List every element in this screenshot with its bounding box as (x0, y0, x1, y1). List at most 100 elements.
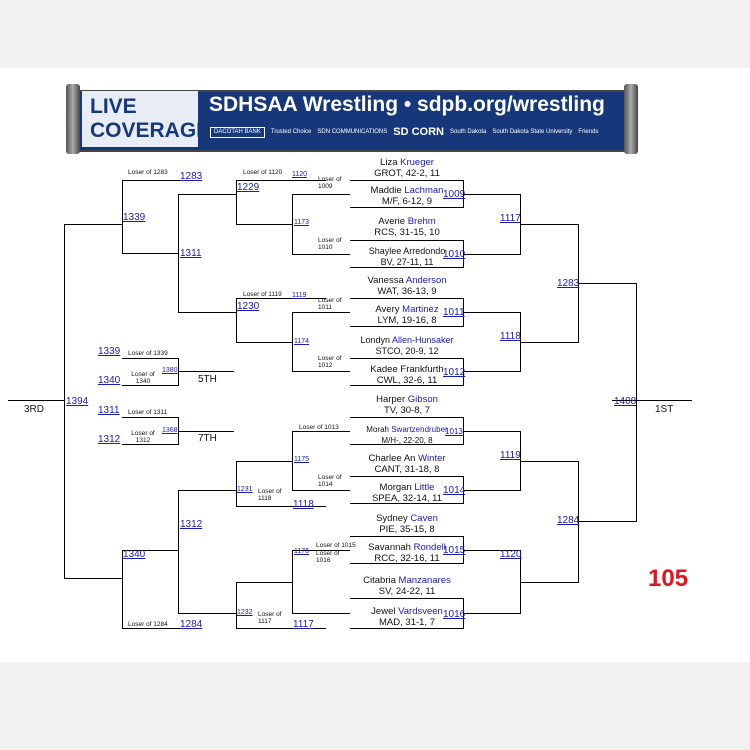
bracket-line (463, 536, 464, 564)
bout-link[interactable]: 1368 (162, 427, 178, 434)
bracket-line (350, 628, 464, 629)
bracket-line (236, 180, 326, 181)
bout-link[interactable]: 1339 (98, 346, 121, 357)
bracket-line (578, 461, 579, 583)
bout-link[interactable]: 1230 (237, 301, 260, 312)
loser-label: Loser of 1009 (318, 176, 342, 190)
loser-label: Loser of 1120 (243, 169, 283, 176)
bout-link[interactable]: 1118 (293, 499, 314, 510)
sponsor-logo: Friends (578, 128, 599, 135)
bout-link[interactable]: 1176 (294, 548, 310, 555)
bout-link[interactable]: 1010 (443, 249, 466, 260)
bracket-line (64, 224, 65, 579)
bout-link[interactable]: 1229 (237, 182, 260, 193)
weight-class: 105 (648, 565, 689, 592)
loser-label: Loser of 1284 (128, 621, 168, 628)
bout-link[interactable]: 1380 (162, 367, 178, 374)
bout-link[interactable]: 1012 (443, 367, 466, 378)
bracket-line (350, 476, 464, 477)
bracket-line (463, 598, 464, 629)
bracket-line (350, 417, 464, 418)
loser-label: Loser of 1311 (128, 409, 168, 416)
bracket-line (578, 283, 636, 284)
sponsor-logo: SDN COMMUNICATIONS (317, 128, 388, 135)
bracket-line (292, 613, 350, 614)
bout-link[interactable]: 1408 (614, 396, 637, 407)
banner-headline[interactable]: SDHSAA Wrestling • sdpb.org/wrestling (209, 93, 605, 116)
bout-link[interactable]: 1175 (294, 456, 310, 463)
bout-link[interactable]: 1120 (500, 549, 522, 560)
bout-link[interactable]: 1117 (293, 619, 314, 630)
bout-link[interactable]: 1173 (294, 219, 310, 226)
loser-label: Loser of 1011 (318, 297, 342, 311)
bracket-line (463, 476, 464, 504)
bout-link[interactable]: 1231 (237, 486, 253, 493)
bout-link[interactable]: 1340 (123, 549, 146, 560)
bracket-line (463, 358, 464, 386)
live-coverage-logo: LIVE COVERAGE (82, 91, 210, 147)
bout-link[interactable]: 1311 (98, 405, 120, 416)
bout-link[interactable]: 1312 (180, 519, 203, 530)
fifth-place-label: 5TH (198, 374, 217, 385)
sponsor-logo: South Dakota State University (492, 128, 573, 135)
loser-label: Loser of 1012 (318, 355, 342, 369)
loser-label: Loser of 1339 (128, 350, 168, 357)
bout-link[interactable]: 1311 (180, 248, 202, 259)
bout-link[interactable]: 1014 (443, 485, 466, 496)
bout-link[interactable]: 1015 (443, 545, 466, 556)
bracket-line (292, 194, 293, 255)
bout-link[interactable]: 1118 (500, 331, 521, 342)
bracket-line (292, 312, 350, 313)
bracket-line (520, 342, 578, 343)
bout-link[interactable]: 1013 (445, 427, 463, 436)
bout-link[interactable]: 1394 (66, 396, 89, 407)
bracket-line (292, 254, 350, 255)
bout-link[interactable]: 1119 (500, 450, 521, 461)
bracket-line (122, 180, 202, 181)
first-place-label: 1ST (655, 404, 674, 415)
bout-link[interactable]: 1284 (557, 515, 580, 526)
seventh-place-label: 7TH (198, 433, 217, 444)
bracket-line (122, 253, 178, 254)
bout-link[interactable]: 1016 (443, 609, 466, 620)
bout-link[interactable]: 1009 (443, 189, 466, 200)
bout-link[interactable]: 1119 (292, 292, 307, 299)
bracket-line (236, 582, 237, 629)
bracket-line (350, 598, 464, 599)
bout-link[interactable]: 1339 (123, 212, 146, 223)
bracket-line (178, 194, 236, 195)
bracket-line (236, 461, 237, 507)
bracket-line (292, 312, 293, 372)
bracket-line (350, 240, 464, 241)
bracket-line (64, 578, 122, 579)
loser-label: Loser of 1016 (316, 550, 340, 564)
bout-link[interactable]: 1283 (557, 278, 580, 289)
bracket-line (350, 563, 464, 564)
bracket-line (178, 371, 234, 372)
bracket-line (350, 503, 464, 504)
bout-link[interactable]: 1232 (237, 609, 253, 616)
bout-link[interactable]: 1011 (443, 307, 465, 318)
bout-link[interactable]: 1117 (500, 213, 521, 224)
bout-link[interactable]: 1284 (180, 619, 203, 630)
bout-link[interactable]: 1312 (98, 434, 121, 445)
loser-label: Loser of 1283 (128, 169, 168, 176)
bout-link[interactable]: 1120 (292, 171, 308, 178)
loser-label: Loser of 1015 (316, 542, 356, 549)
bracket-line (292, 194, 350, 195)
bracket-line (122, 417, 178, 418)
bout-link[interactable]: 1283 (180, 171, 203, 182)
bracket-line (236, 342, 292, 343)
bout-link[interactable]: 1340 (98, 375, 121, 386)
bout-link[interactable]: 1174 (294, 338, 310, 345)
bracket-line (122, 358, 178, 359)
loser-label: Loser of 1014 (318, 474, 342, 488)
